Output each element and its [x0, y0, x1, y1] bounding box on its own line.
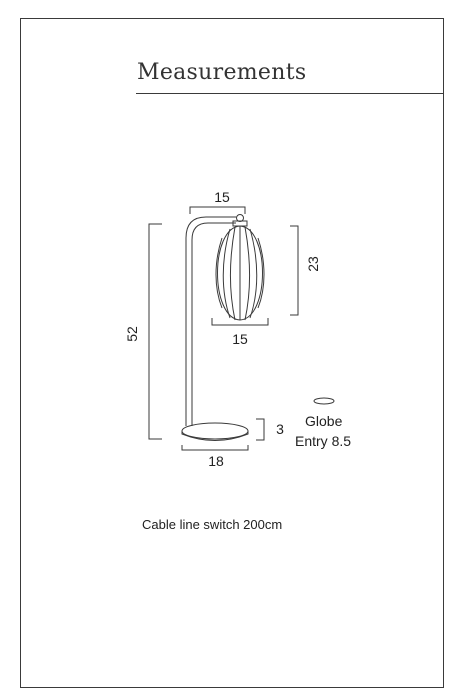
dimension-lines: [148, 206, 299, 451]
dim-shade-bottom-width: 15: [232, 331, 248, 347]
dim-total-height: 52: [124, 326, 140, 342]
cable-note: Cable line switch 200cm: [142, 517, 283, 532]
dim-shade-height: 23: [305, 256, 321, 272]
globe-entry-label: Entry 8.5: [295, 433, 352, 449]
lamp-socket: [236, 214, 244, 222]
dim-base-width: 18: [208, 453, 224, 469]
globe-entry-icon: [313, 397, 335, 405]
dim-base-height: 3: [276, 421, 284, 437]
drawing-frame: [20, 18, 444, 688]
title-underline: [136, 93, 444, 94]
globe-label: Globe: [305, 413, 343, 429]
lamp-base-side: [181, 431, 249, 441]
lamp-drawing: [181, 214, 335, 441]
lamp-stem: [185, 216, 236, 426]
dim-shade-top-width: 15: [214, 189, 230, 205]
page-title: Measurements: [137, 60, 307, 85]
